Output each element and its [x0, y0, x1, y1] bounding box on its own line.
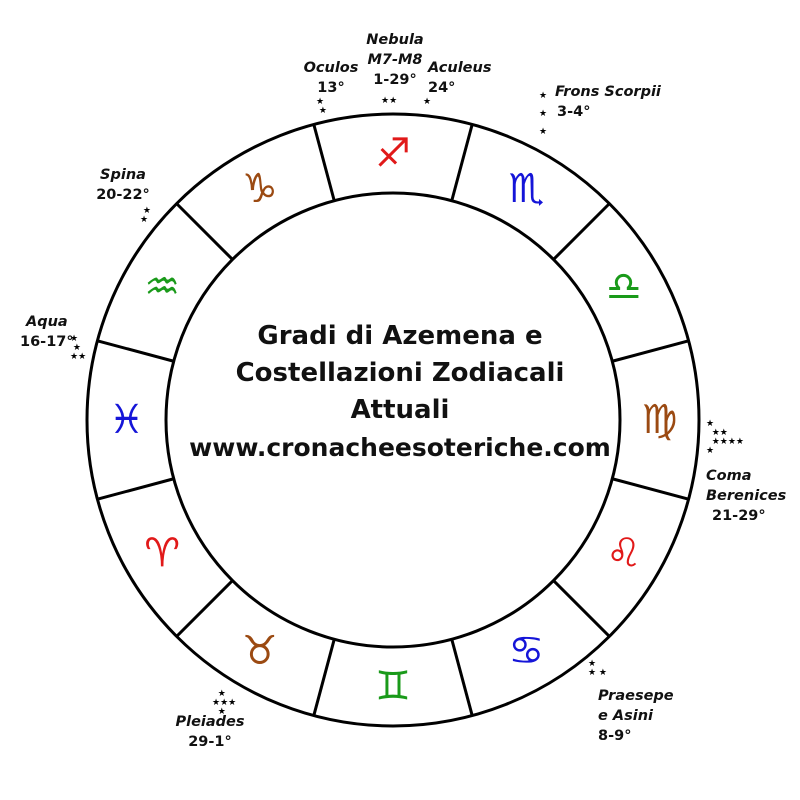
capricorn-icon: ♑︎ — [242, 166, 278, 212]
sector-divider — [97, 477, 175, 501]
leo-icon: ♌︎ — [606, 530, 642, 576]
taurus-icon: ♉︎ — [242, 628, 278, 674]
sector-divider — [312, 124, 336, 202]
inner-ring — [164, 191, 622, 649]
stars-aqua-icon: ★ ★★★ — [70, 334, 87, 362]
center-title: Gradi di Azemena e Costellazioni Zodiaca… — [150, 318, 650, 466]
stars-aculeus-icon: ★ — [423, 97, 432, 107]
gemini-icon: ♊︎ — [375, 664, 411, 710]
sector-divider — [611, 477, 689, 501]
label-pleiades: Pleiades 29-1° — [175, 714, 245, 750]
virgo-icon: ♍︎ — [642, 397, 678, 443]
label-praesepe: Praesepe e Asini 8-9° — [598, 688, 674, 744]
pisces-icon: ♓︎ — [109, 397, 145, 443]
aries-icon: ♈︎ — [144, 530, 180, 576]
sector-divider — [175, 202, 234, 261]
sector-divider — [450, 638, 474, 716]
sector-divider — [97, 339, 175, 363]
label-spina: Spina 20-22° — [96, 167, 150, 203]
stars-oculos-icon: ★ ★ — [316, 97, 327, 116]
label-nebula: Nebula M7-M8 1-29° — [366, 32, 424, 88]
scorpio-icon: ♏︎ — [508, 166, 544, 212]
stars-frons-scorpii-icon: ★★★ — [539, 91, 548, 137]
sector-divider — [175, 579, 234, 638]
label-frons-scorpii: Frons Scorpii 3-4° — [555, 84, 661, 120]
sector-divider — [552, 579, 611, 638]
stars-nebula-icon: ★★ — [381, 96, 398, 106]
sector-divider — [552, 202, 611, 261]
sagittarius-icon: ♐︎ — [375, 131, 411, 177]
sector-divider — [312, 638, 336, 716]
stars-coma-berenices-icon: ★ ★★ ★★★★★ — [706, 419, 744, 456]
title-line-3: Attuali — [350, 395, 450, 425]
outer-ring — [85, 112, 701, 728]
zodiac-glyphs: ♑︎ ♐︎ ♏︎ ♎︎ ♍︎ ♌︎ ♋︎ ♊︎ ♉︎ ♈︎ ♓︎ ♒︎ — [109, 131, 678, 710]
cancer-icon: ♋︎ — [508, 628, 544, 674]
stars-praesepe-icon: ★★ ★ — [588, 659, 607, 678]
sector-divider — [450, 124, 474, 202]
label-aculeus: Aculeus 24° — [428, 60, 492, 96]
stars-spina-icon: ★★ — [140, 206, 151, 225]
label-oculos: Oculos 13° — [303, 60, 359, 96]
website-url: www.cronacheesoteriche.com — [189, 433, 611, 462]
aquarius-icon: ♒︎ — [144, 264, 180, 310]
label-coma-berenices: Coma Berenices 21-29° — [706, 468, 787, 524]
label-aqua: Aqua 16-17° — [20, 314, 74, 350]
title-line-2: Costellazioni Zodiacali — [235, 358, 565, 388]
stars-pleiades-icon: ★★★★ ★ — [212, 689, 237, 717]
title-line-1: Gradi di Azemena e — [257, 321, 543, 351]
sector-divider — [611, 339, 689, 363]
libra-icon: ♎︎ — [606, 264, 642, 310]
wheel-lines — [85, 112, 701, 728]
